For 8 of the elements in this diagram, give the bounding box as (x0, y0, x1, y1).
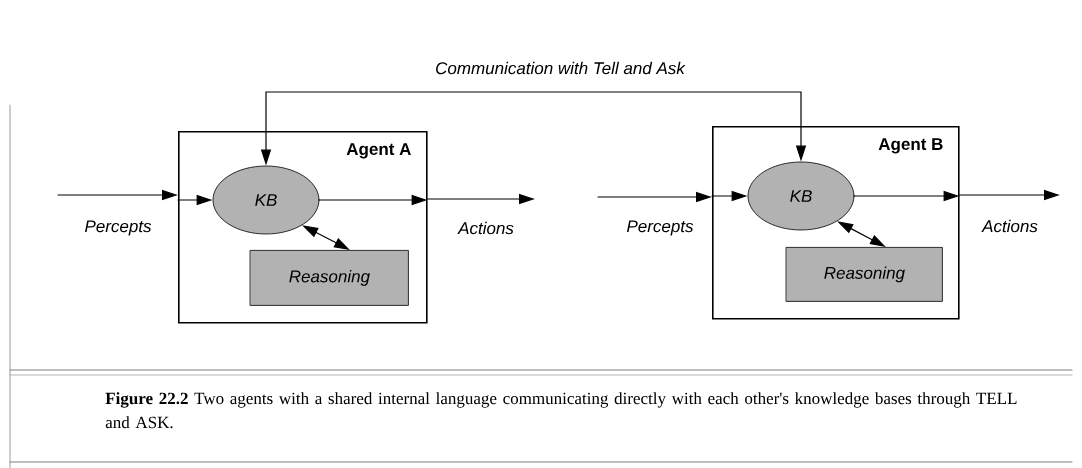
reasoning-box: Reasoning (250, 250, 409, 306)
edge-label: Actions (457, 221, 514, 235)
edge-label: Percepts (627, 220, 694, 236)
edge-label: Percepts (85, 220, 152, 236)
edge-label: Communication with Tell and Ask (436, 61, 686, 75)
figure-caption: Figure 22.2 Two agents with a shared internal language communicating directly with each other's knowledge bases through TELL and ASK. (105, 392, 1017, 429)
edge-label: Actions (981, 219, 1038, 233)
reasoning-box: Reasoning (786, 247, 943, 302)
